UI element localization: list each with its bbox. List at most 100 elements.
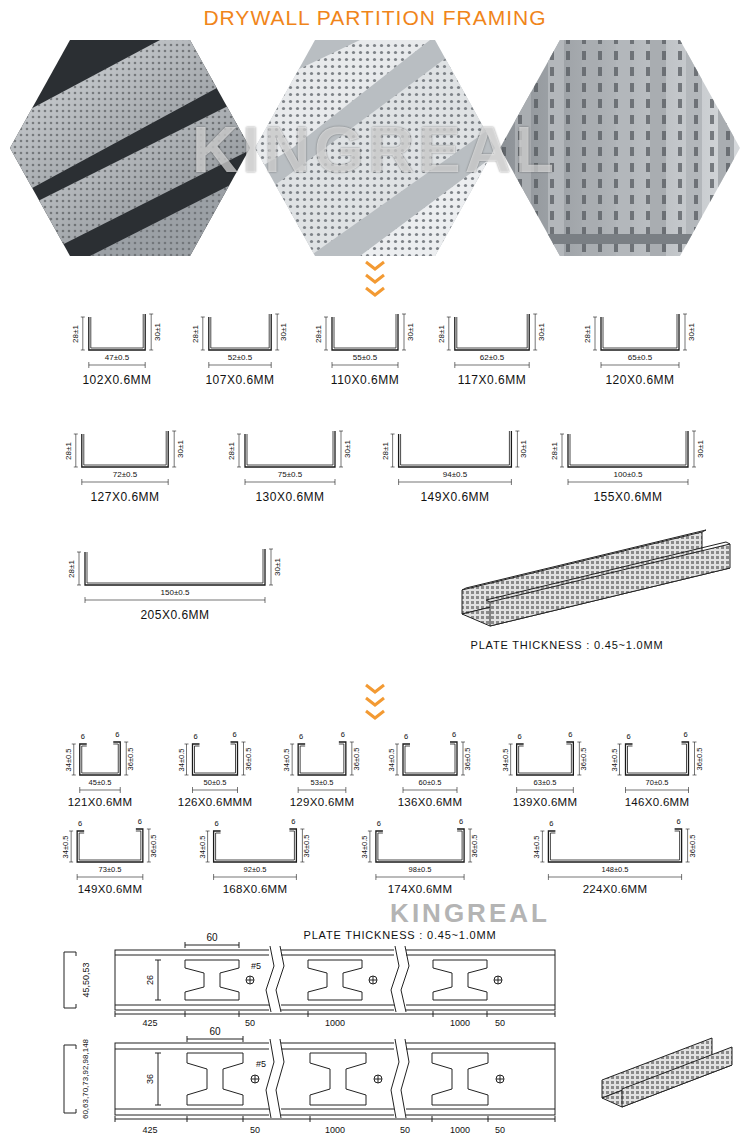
stud-strip-drawing [432,1053,488,1105]
dimension-line [147,862,151,863]
dimension-line [209,365,271,366]
dimension-line [535,314,536,350]
track-isometric [462,530,730,626]
dimension: 30±1 [697,440,705,458]
dimension: 50 [400,1126,410,1135]
dimension-line [461,742,465,743]
dimension-line [693,775,697,776]
stud-isometric [602,1038,732,1107]
hole-size: #5 [256,1060,266,1069]
dimension-line [300,829,304,830]
dimension-line [265,597,266,603]
dimension-line [542,831,543,862]
stud-strip-drawing [185,945,239,946]
dimension: 30±1 [538,323,546,341]
dimension-line [687,829,688,862]
profile-outline [399,431,512,467]
dimension-line [77,877,143,878]
dimension: 6 [78,820,82,828]
profile-section [185,742,246,793]
dimension-line [403,787,404,793]
profile-size: 117X0.6MM [458,374,526,386]
title: DRYWALL PARTITION FRAMING [0,6,750,29]
dimension: 6 [452,731,456,739]
profile-size: 126X0.6MMM [178,797,253,809]
photo-installed-studs [500,234,740,244]
profile-outline [376,829,464,862]
profile-size: 127X0.6MM [90,491,159,503]
dimension-line [242,775,246,776]
dimension: 36±0.5 [245,748,253,771]
profile-section [201,314,279,368]
stud-strip-drawing [115,955,555,956]
dimension: 6 [404,733,408,741]
dimension-line [510,744,511,775]
dimension-line [562,434,563,467]
dimension: 6 [193,733,197,741]
dimension-line [398,479,399,485]
dimension-line [679,362,680,368]
chevrons [366,275,384,282]
dimension-line [202,317,203,350]
profile-outline [455,314,529,350]
dimension-line [694,742,695,775]
dimension-line [461,775,465,776]
chevrons [366,711,384,718]
dimension-line [548,874,549,880]
chevrons [366,262,384,718]
profile-outline [214,829,297,862]
profile-outline [85,549,265,585]
dimension-line [275,314,279,315]
dimension-line [81,317,85,318]
dimension-line [341,431,342,467]
profile-outline [193,742,238,775]
dimension: 34±0.5 [65,749,73,772]
dimension-line [77,585,81,586]
break-marks [266,1039,409,1118]
dimension-line [142,874,143,880]
dimension-line [89,365,145,366]
dimension-line [298,787,299,793]
profile-size: 205X0.6MM [140,609,209,621]
profile-outline [601,314,679,350]
dimension: 36±0.5 [689,835,697,858]
dimension: 6 [459,818,463,826]
profile-outline [211,314,269,348]
dimension: 6 [677,818,681,826]
dimension-line [275,350,279,351]
dimension: 50 [245,1019,255,1028]
dimension-line [398,362,399,368]
dimension-line [243,742,244,775]
dimension: 98±0.5 [409,866,432,874]
profile-size: 136X0.6MM [398,797,463,809]
dimension-line [618,775,622,776]
stud-strip-drawing [158,1053,159,1105]
chevrons [366,288,384,295]
dimension: 30±1 [407,323,415,341]
dimension: 1000 [325,1019,345,1028]
dimension-line [245,482,335,483]
dimension-line [397,744,398,775]
dimension-line [593,317,597,318]
dimension-line [298,790,346,791]
track-isometric [486,542,730,602]
stud-strip-drawing [115,1116,555,1122]
dimension: 36±0.5 [353,748,361,771]
profile-outline [82,744,119,773]
chevrons [366,262,384,269]
dimension: 6 [299,733,303,741]
dimension-line [601,365,679,366]
dimension: 28±1 [68,560,76,578]
dimension-line [69,831,73,832]
dimension: 45±0.5 [89,779,112,787]
dimension-line [85,600,265,601]
dimension: 425 [142,1019,157,1028]
profile-outline [378,831,462,860]
profile-section [290,742,354,793]
profile-outline [401,431,510,465]
dimension-line [147,829,151,830]
dimension: 28±1 [584,325,592,343]
stud-strip-drawing [115,1005,555,1006]
dimension-line [74,434,78,435]
profile-section [77,549,273,603]
